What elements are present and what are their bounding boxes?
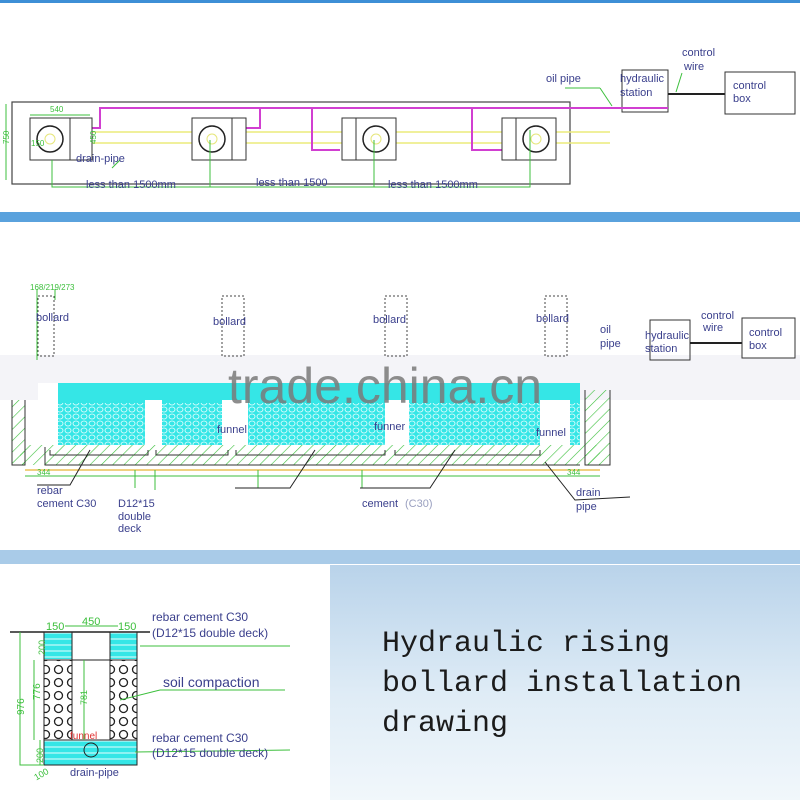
pit-outline: [43, 631, 138, 766]
bollard-unit: [191, 117, 247, 161]
dim-776: 776: [32, 683, 43, 700]
dim-781: 781: [79, 690, 89, 705]
hydraulic-station-label: hydraulic: [620, 73, 665, 85]
spacing-label: less than 1500mm: [86, 179, 176, 191]
bollard-outlines: [37, 295, 568, 357]
wall-hatch: [584, 390, 611, 466]
hydraulic-station-box: [621, 69, 669, 113]
funnel-label: funnel: [70, 731, 97, 742]
separator-2: [0, 550, 800, 564]
top-rebar-left: [44, 633, 72, 659]
oil-pipe-branch: [311, 108, 340, 151]
oil-pipe-label: oil: [600, 324, 611, 336]
hydraulic-station-label: hydraulic: [645, 330, 690, 342]
hydraulic-station-label: station: [645, 343, 677, 355]
diameter-label: 168/219/273: [30, 283, 75, 292]
funnel-gaps: [38, 383, 570, 447]
d12-label: D12*15: [118, 498, 155, 510]
watermark: trade.china.cn: [228, 358, 542, 414]
fill-cells: [45, 403, 580, 445]
dim-450: 450: [82, 616, 100, 628]
dim-150-right: 150: [118, 621, 136, 633]
double-label: double: [118, 511, 151, 523]
bottom-layer-detail: (D12*15 double deck): [152, 746, 268, 760]
dimension-lines: [5, 72, 683, 188]
title-line-1: Hydraulic rising: [382, 627, 671, 661]
control-box-label: box: [733, 93, 751, 105]
bollard-unit: [341, 117, 397, 161]
bollard-label: bollard: [36, 312, 69, 324]
funnel-label: funnel: [536, 427, 566, 439]
dim-540: 540: [50, 105, 64, 114]
drain-pipe-circle: [83, 742, 99, 758]
dim-450: 450: [89, 130, 98, 144]
plan-view-drawing: 540 750 150 450 drain-pipe less than 150…: [2, 47, 796, 191]
dim-976: 976: [16, 698, 27, 715]
top-layer-label: rebar cement C30: [152, 610, 248, 624]
bollard-unit: [29, 117, 93, 161]
oil-pipe-line: [92, 107, 620, 129]
drain-pipe-label: drain: [576, 487, 600, 499]
bollard-label: bollard: [536, 313, 569, 325]
dimension-lines: [25, 289, 600, 490]
bollard-label: bollard: [373, 314, 406, 326]
funnel-label: funnel: [217, 424, 247, 436]
bottom-layer-label: rebar cement C30: [152, 731, 248, 745]
control-wire-label: wire: [702, 322, 723, 334]
detail-view-drawing: 150 450 150 976 776 200 781 200 100 reba…: [10, 610, 291, 782]
control-wire-label: control: [682, 47, 715, 59]
title-line-2: bollard installation: [382, 667, 743, 701]
deck-label: deck: [118, 523, 142, 535]
rebar-lines: [44, 447, 580, 466]
title-panel: Hydraulic rising bollard installation dr…: [330, 565, 800, 800]
fill-top: [45, 383, 580, 403]
separator-1: [0, 212, 800, 222]
cement-grade-label: (C30): [405, 498, 433, 510]
funnel-label: funner: [374, 421, 406, 433]
dim-344: 344: [37, 468, 51, 477]
dim-100: 100: [32, 766, 50, 782]
section-view-drawing: 168/219/273 bollard bollard bollard boll…: [0, 283, 800, 535]
control-box: [724, 71, 796, 115]
rebar-label: rebar: [37, 485, 63, 497]
dim-344: 344: [567, 468, 581, 477]
drain-pipe-label: drain-pipe: [76, 153, 125, 165]
top-layer-detail: (D12*15 double deck): [152, 626, 268, 640]
oil-pipe-label: oil pipe: [546, 73, 581, 85]
oil-pipe-label: pipe: [600, 338, 621, 350]
top-rebar-right: [110, 633, 137, 659]
oil-pipe-branch: [471, 108, 502, 151]
control-box: [741, 317, 796, 359]
bollard-label: bollard: [213, 316, 246, 328]
dim-200-bottom: 200: [35, 748, 45, 763]
title-line-3: drawing: [382, 707, 509, 741]
drain-pipe-label: pipe: [576, 501, 597, 513]
soil-right: [110, 660, 137, 740]
top-border: [0, 0, 800, 3]
control-wire-label: control: [701, 310, 734, 322]
oil-pipe-branch: [245, 108, 261, 129]
control-box-label: control: [749, 327, 782, 339]
control-box-label: box: [749, 340, 767, 352]
cement-c30-label: cement C30: [37, 498, 96, 510]
soil-left: [44, 660, 72, 740]
cement-label: cement: [362, 498, 398, 510]
wall-hatch: [11, 400, 26, 466]
dim-750: 750: [2, 130, 11, 144]
dim-200-top: 200: [37, 640, 47, 655]
bollard-unit: [501, 117, 557, 161]
bottom-rebar: [44, 740, 137, 765]
control-box-label: control: [733, 80, 766, 92]
hydraulic-station-box: [649, 319, 691, 361]
hydraulic-station-label: station: [620, 87, 652, 99]
dimension-lines: [19, 625, 291, 766]
spacing-label: less than 1500: [256, 177, 328, 189]
dim-150-left: 150: [46, 621, 64, 633]
leader-lines: [37, 449, 631, 501]
spacing-label: less than 1500mm: [388, 179, 478, 191]
soil-compaction-label: soil compaction: [163, 674, 260, 690]
dim-150: 150: [31, 139, 45, 148]
drain-pipe-label: drain-pipe: [70, 767, 119, 779]
control-wire-label: wire: [683, 61, 704, 73]
